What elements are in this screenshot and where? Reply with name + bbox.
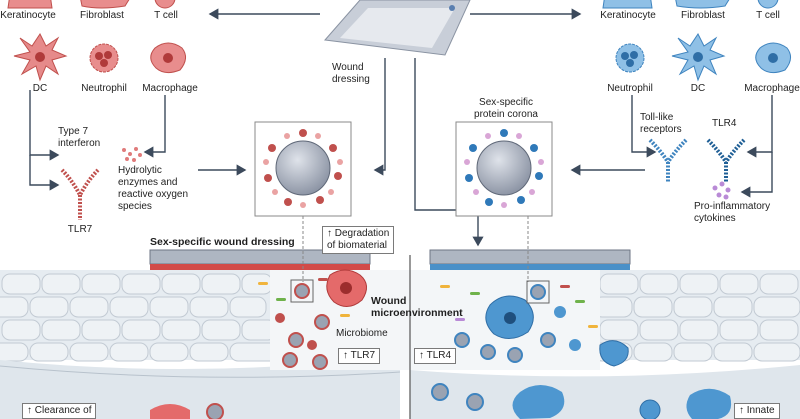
tlr4-receptor xyxy=(706,138,746,182)
label-dc-left: DC xyxy=(32,83,48,94)
wound-dressing-sheet xyxy=(324,0,471,56)
label-wound-dressing: Wound dressing xyxy=(332,62,370,85)
cell-tcell-right xyxy=(757,0,779,9)
label-wound-microenvironment: Wound microenvironment xyxy=(371,295,463,319)
arrow-neutrophil-tlr xyxy=(631,95,657,158)
box-clearance: ↑ Clearance of xyxy=(22,403,97,419)
label-microbiome: Microbiome xyxy=(336,328,388,339)
label-tcell-right: T cell xyxy=(756,10,780,21)
arrow-dressing-left-np xyxy=(373,58,386,176)
cell-keratinocyte-right xyxy=(602,0,653,9)
box-innate: ↑ Innate xyxy=(734,403,780,419)
label-keratinocyte-right: Keratinocyte xyxy=(600,10,656,21)
box-tlr4: ↑ TLR4 xyxy=(414,348,457,364)
arrow-macrophage-enzymes xyxy=(143,95,166,158)
label-fibroblast-left: Fibroblast xyxy=(80,10,124,21)
label-neutrophil-right: Neutrophil xyxy=(607,83,653,94)
cell-fibroblast-right xyxy=(675,0,730,9)
cell-dc-right xyxy=(671,33,726,82)
toll-like-receptor xyxy=(648,138,688,182)
cell-fibroblast-left xyxy=(80,0,130,9)
label-fibroblast-right: Fibroblast xyxy=(681,10,725,21)
label-macrophage-left: Macrophage xyxy=(142,83,198,94)
dressing-bar-left-red xyxy=(150,264,370,270)
label-sex-specific-wound-dressing: Sex-specific wound dressing xyxy=(150,236,295,248)
label-dc-right: DC xyxy=(690,83,706,94)
tlr7-receptor xyxy=(60,168,100,220)
label-hydrolytic-enzymes: Hydrolytic enzymes and reactive oxygen s… xyxy=(118,165,189,212)
cell-macrophage-right xyxy=(755,42,791,74)
label-pro-inflammatory-cytokines: Pro-inflammatory cytokines xyxy=(694,201,771,224)
cell-tcell-left xyxy=(154,0,176,9)
cytokine-dots xyxy=(712,181,731,200)
label-type7-interferon: Type 7 interferon xyxy=(58,126,101,149)
cell-keratinocyte-left xyxy=(7,0,53,9)
dressing-bar-right xyxy=(429,249,631,265)
box-tlr7: ↑ TLR7 xyxy=(338,348,381,364)
bottom-cells xyxy=(150,383,732,419)
arrow-macrophage-cytokines xyxy=(740,152,773,198)
wound-cells-right xyxy=(440,280,629,367)
cell-neutrophil-right xyxy=(615,43,645,73)
arrow-macrophage-tlr4 xyxy=(746,95,773,158)
tissue-left xyxy=(0,270,401,419)
cell-macrophage-left xyxy=(150,42,186,74)
label-tlr7: TLR7 xyxy=(67,224,93,235)
arrow-dc-tlr7 xyxy=(29,155,60,191)
label-tlr4: TLR4 xyxy=(712,118,737,129)
label-toll-like-receptors: Toll-like receptors xyxy=(640,112,682,135)
cell-neutrophil-left xyxy=(89,43,119,73)
nanoparticle-left xyxy=(263,129,343,208)
label-neutrophil-left: Neutrophil xyxy=(81,83,127,94)
wound-cells-left xyxy=(258,269,367,370)
arrow-dc-interferon xyxy=(29,90,60,161)
label-keratinocyte-left: Keratinocyte xyxy=(0,10,56,21)
dressing-bar-right-blue xyxy=(430,264,630,270)
label-macrophage-right: Macrophage xyxy=(744,83,800,94)
cell-dc-left xyxy=(13,33,68,82)
enzyme-dots xyxy=(122,147,142,162)
box-degradation: ↑ Degradation of biomaterial xyxy=(322,226,395,254)
label-protein-corona: Sex-specific protein corona xyxy=(474,97,538,120)
label-tcell-left: T cell xyxy=(154,10,178,21)
arrow-dressing-right-bar xyxy=(414,58,484,247)
nanoparticle-right xyxy=(464,129,544,208)
